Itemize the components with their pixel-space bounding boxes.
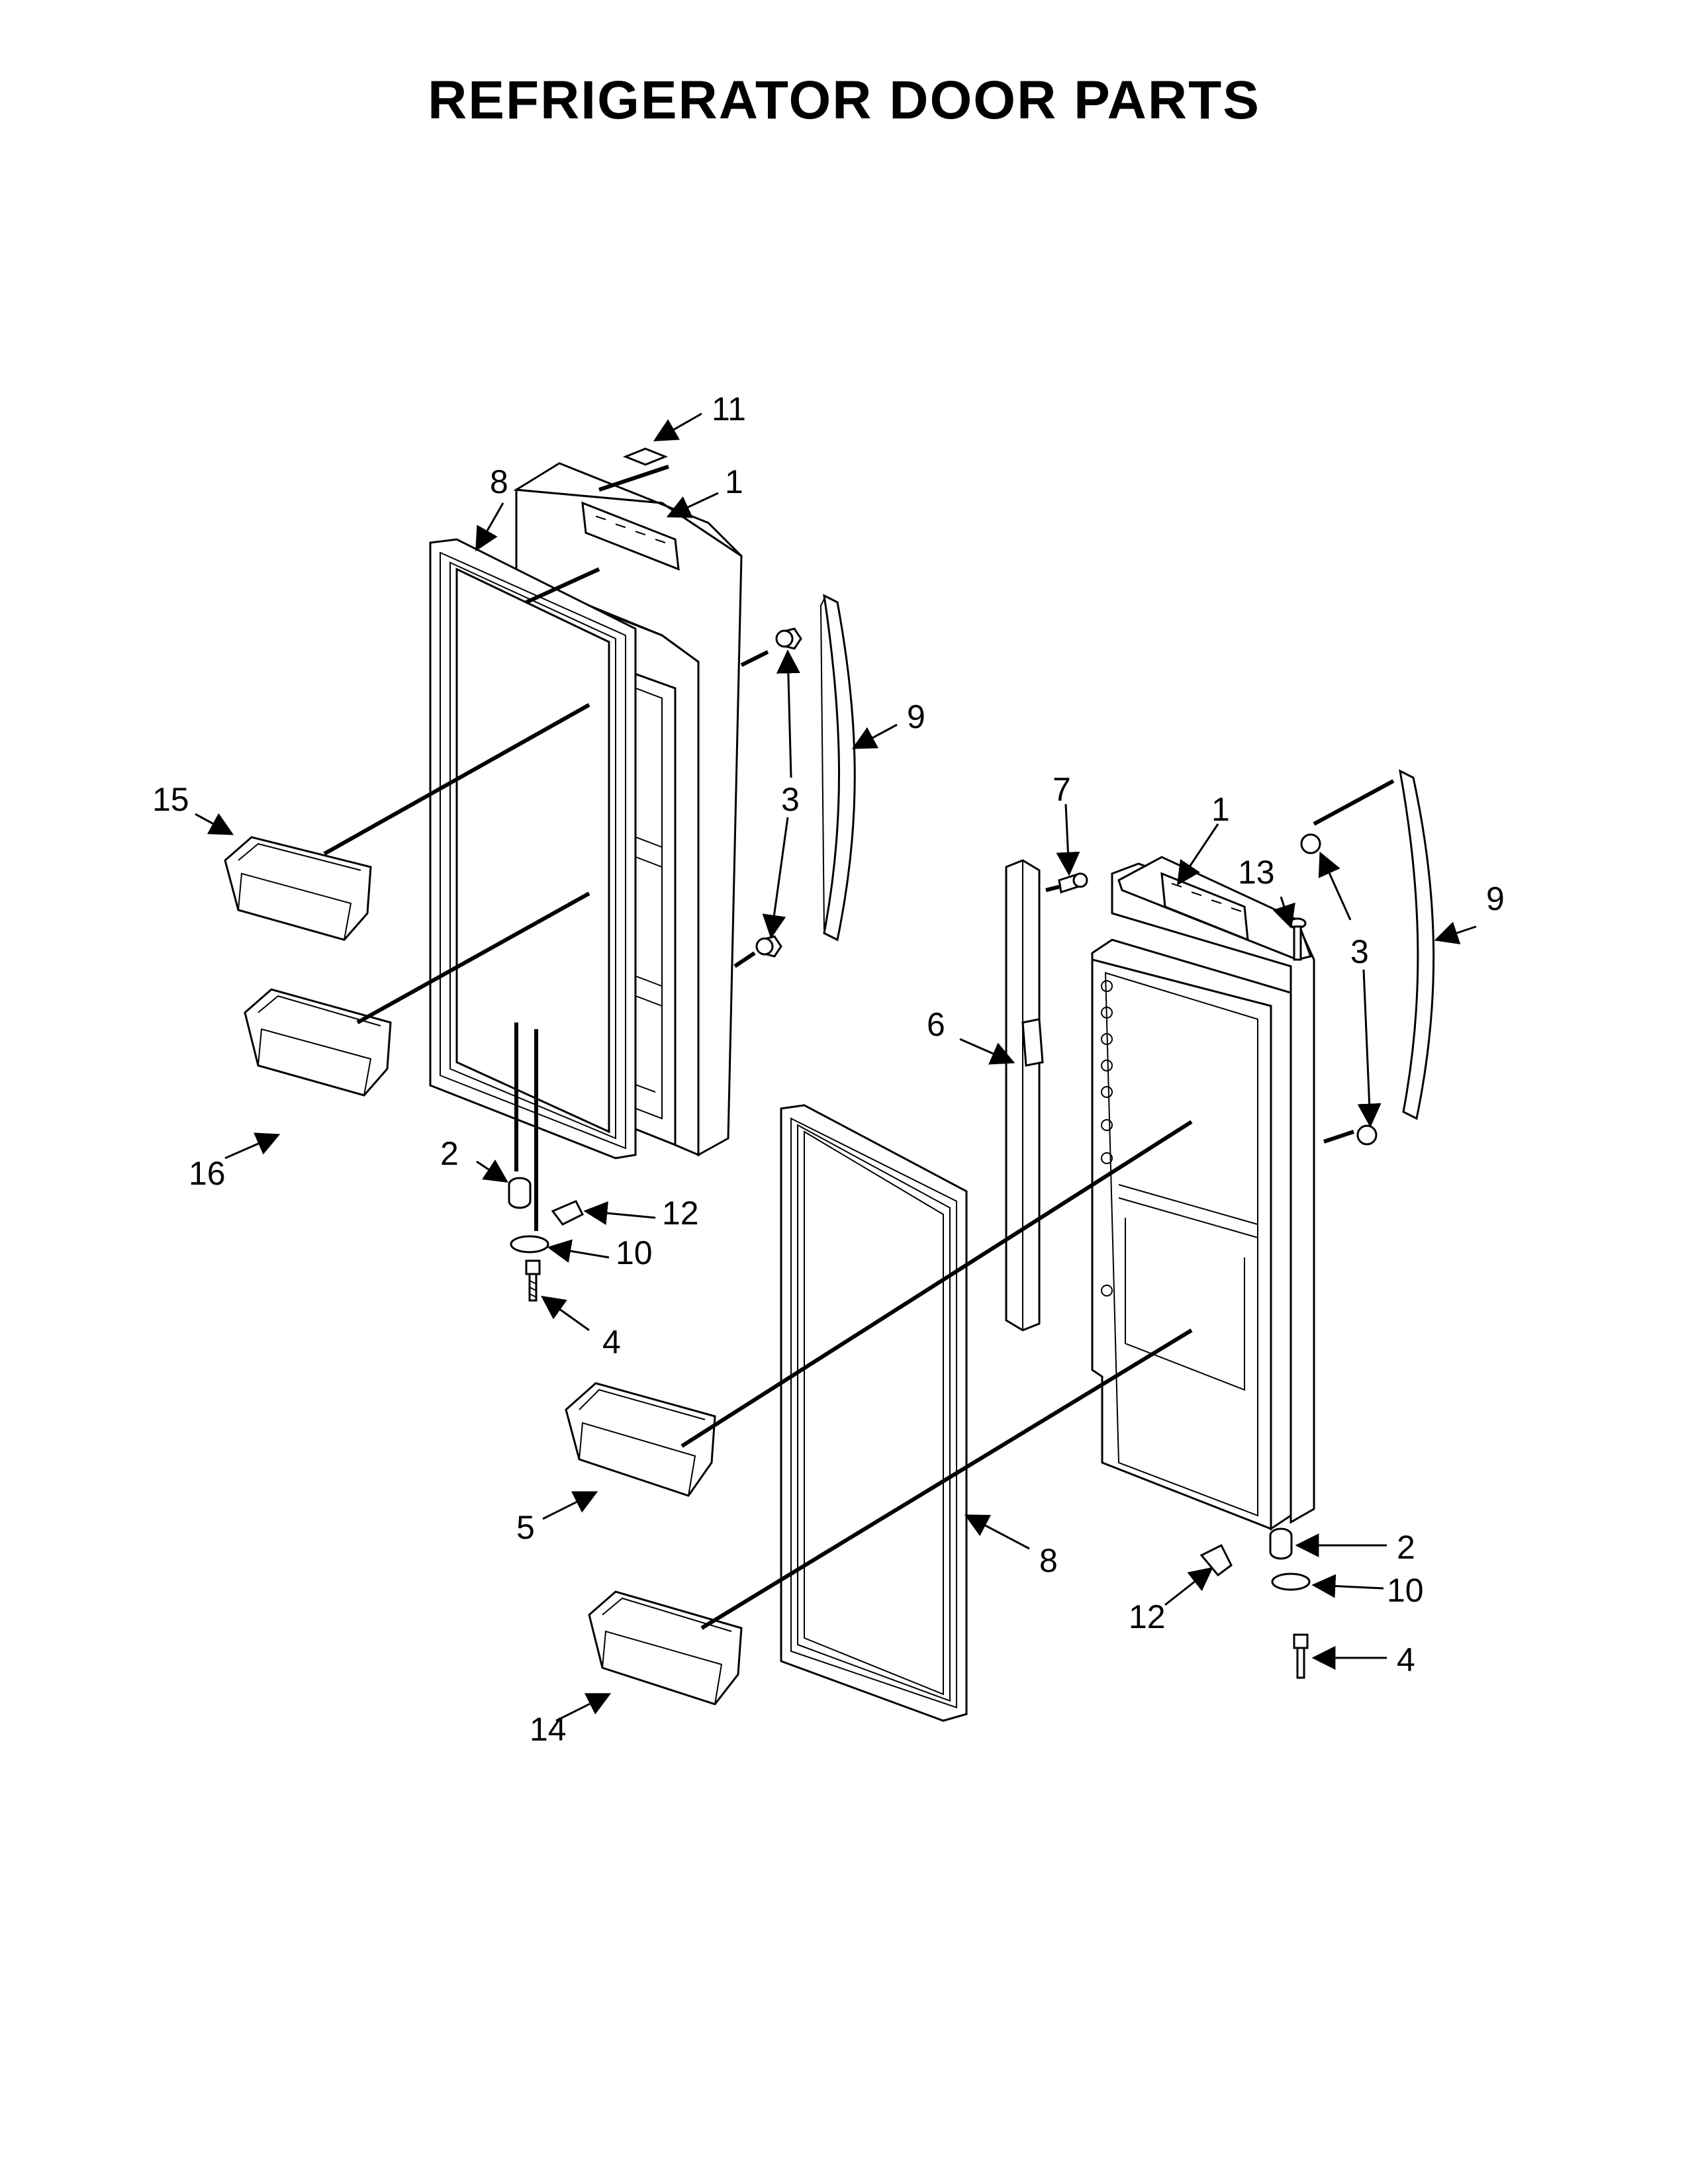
- right-hinge-bushing-2: [1269, 1527, 1293, 1560]
- callout-left-10: 10: [616, 1234, 653, 1271]
- right-hinge-plate-10: [1271, 1572, 1311, 1591]
- callout-left-8: 8: [490, 463, 508, 500]
- leader-lines: [323, 465, 1395, 1630]
- callout-left-16: 16: [189, 1155, 226, 1192]
- callout-left-4: 4: [602, 1324, 621, 1361]
- left-hinge-bushing-2: [508, 1177, 532, 1209]
- callout-center-14: 14: [530, 1711, 567, 1748]
- left-door-bin-16: [244, 988, 392, 1097]
- callout-right-4: 4: [1397, 1641, 1415, 1678]
- right-handle-stud-bottom: [1356, 1124, 1378, 1146]
- callout-right-10: 10: [1387, 1572, 1424, 1609]
- right-handle-stud-top: [1300, 833, 1321, 854]
- left-handle-stud-top: [775, 627, 802, 650]
- left-hinge-screw-4: [525, 1259, 541, 1302]
- callout-left-2: 2: [440, 1135, 459, 1172]
- callout-left-12: 12: [662, 1195, 699, 1232]
- callout-right-3: 3: [1350, 933, 1369, 970]
- callout-right-13: 13: [1238, 854, 1275, 891]
- left-door-stop-12: [551, 1200, 585, 1226]
- left-hinge-plate-10: [510, 1235, 549, 1253]
- callout-left-15: 15: [152, 781, 189, 818]
- right-door-shell: [1091, 856, 1315, 1531]
- door-bin-14: [588, 1590, 743, 1706]
- right-door-mullion-6: [1005, 859, 1044, 1332]
- callout-labels: 11 8 1 9 3 15 16 2 12 10 4 7 1 13 9 3 6 …: [152, 390, 1505, 1748]
- right-handle: [1398, 769, 1435, 1120]
- left-top-cap: [622, 447, 669, 466]
- callout-center-8: 8: [1039, 1542, 1058, 1579]
- callout-left-3: 3: [781, 781, 800, 818]
- callout-arrows: [195, 412, 1477, 1722]
- left-handle: [820, 594, 856, 942]
- callout-right-2: 2: [1397, 1529, 1415, 1566]
- callout-center-5: 5: [516, 1509, 535, 1546]
- left-door-bin-15: [224, 836, 372, 941]
- left-door-gasket: [429, 538, 637, 1160]
- right-door-gasket: [780, 1104, 968, 1722]
- callout-left-9: 9: [907, 698, 925, 735]
- callout-right-12: 12: [1129, 1598, 1166, 1635]
- right-door-stop-12: [1199, 1543, 1233, 1577]
- page-title: REFRIGERATOR DOOR PARTS: [428, 70, 1260, 130]
- right-door-assembly: [1005, 769, 1435, 1679]
- callout-left-11: 11: [712, 390, 746, 428]
- callout-right-1: 1: [1211, 791, 1230, 828]
- door-bin-5: [565, 1382, 716, 1497]
- right-hinge-screw-4: [1293, 1633, 1309, 1679]
- left-handle-stud-bottom: [755, 935, 782, 958]
- callout-right-6: 6: [927, 1006, 945, 1043]
- callout-right-7: 7: [1053, 771, 1071, 808]
- right-screw-7: [1058, 872, 1088, 893]
- callout-right-9: 9: [1486, 880, 1505, 917]
- callout-left-1: 1: [725, 463, 743, 500]
- left-door-assembly: [224, 447, 856, 1302]
